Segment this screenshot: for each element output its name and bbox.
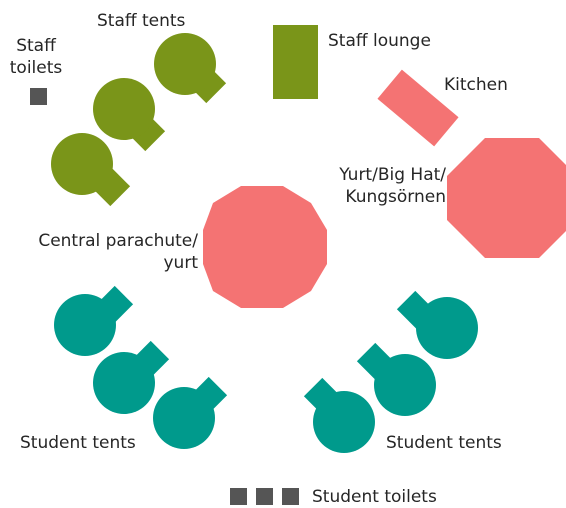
student-toilet-3 bbox=[282, 488, 299, 505]
student-toilet-2 bbox=[256, 488, 273, 505]
label-student-toilets: Student toilets bbox=[312, 487, 437, 507]
label-staff-lounge: Staff lounge bbox=[328, 31, 431, 51]
label-staff-toilets-line1: Staff bbox=[16, 36, 56, 56]
label-central-parachute: Central parachute/ yurt bbox=[14, 230, 198, 274]
staff-tent-2 bbox=[93, 78, 166, 152]
staff-lounge-building bbox=[273, 25, 318, 99]
label-yurt-line1: Yurt/Big Hat/ bbox=[339, 165, 446, 185]
label-staff-toilets-line2: toilets bbox=[9, 58, 63, 78]
label-central-line1: Central parachute/ bbox=[38, 231, 198, 251]
label-student-tents-right: Student tents bbox=[386, 433, 502, 453]
kitchen-building bbox=[377, 69, 459, 147]
student-tent-left-2 bbox=[93, 340, 170, 414]
label-student-tents-left: Student tents bbox=[20, 433, 136, 453]
label-yurt-line2: Kungsörnen bbox=[345, 187, 446, 207]
label-staff-toilets: Staff toilets bbox=[4, 35, 68, 79]
student-tent-left-3 bbox=[153, 376, 228, 449]
yurt-octagon bbox=[447, 138, 566, 258]
label-staff-tents: Staff tents bbox=[97, 11, 186, 31]
label-yurt: Yurt/Big Hat/ Kungsörnen bbox=[318, 164, 446, 208]
student-tent-right-1 bbox=[396, 290, 478, 359]
label-kitchen: Kitchen bbox=[444, 75, 508, 95]
staff-tent-3 bbox=[51, 133, 131, 207]
student-tent-right-2 bbox=[356, 342, 436, 416]
label-central-line2: yurt bbox=[163, 253, 199, 273]
staff-toilet bbox=[30, 88, 47, 105]
central-parachute-polygon bbox=[203, 186, 327, 308]
student-tent-left-1 bbox=[54, 285, 134, 356]
staff-tent-1 bbox=[154, 33, 227, 104]
student-tent-right-3 bbox=[303, 377, 375, 453]
student-toilet-1 bbox=[230, 488, 247, 505]
